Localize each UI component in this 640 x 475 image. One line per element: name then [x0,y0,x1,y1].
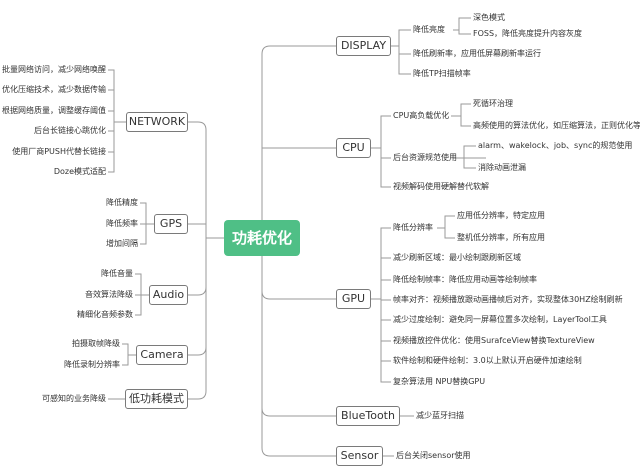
network-node: NETWORK [126,112,188,132]
network-leaf: 使用厂商PUSH代替长链接 [12,147,106,156]
camera-node: Camera [136,345,188,365]
cpu-subleaf: 高频使用的算法优化，如压缩算法，正则优化等 [473,121,640,130]
lowpower-leaf: 可感知的业务降级 [42,394,106,403]
gpu-leaf: 减少刷新区域：最小绘制跟刷新区域 [393,253,521,262]
audio-leaf: 降低音量 [101,269,133,278]
sensor-leaf: 后台关闭sensor使用 [396,451,471,460]
bluetooth-leaf: 减少蓝牙扫描 [416,411,464,420]
gpu-subleaf: 应用低分辨率，特定应用 [457,211,545,220]
gpu-leaf: 视频播放控件优化：使用SurafceView替换TextureView [393,336,595,345]
gpu-leaf: 降低分辨率 [393,223,433,232]
gpu-leaf: 帧率对齐：视频播放跟动画播帧后对齐，实现整体30HZ绘制刷新 [393,295,623,304]
cpu-node: CPU [336,138,371,158]
gpu-subleaf: 整机低分辨率，所有应用 [457,233,545,242]
cpu-leaf: 后台资源规范使用 [393,153,457,162]
gpu-leaf: 复杂算法用 NPU替换GPU [393,377,486,386]
display-leaf: 降低TP扫描帧率 [413,69,471,78]
gps-node: GPS [154,214,188,234]
cpu-subleaf: 消除动画泄漏 [478,163,526,172]
display-node: DISPLAY [336,36,391,56]
gpu-leaf: 降低绘制帧率：降低应用动画等绘制帧率 [393,275,537,284]
camera-leaf: 拍摄取帧降级 [72,339,120,348]
cpu-leaf: 视频解码使用硬解替代软解 [393,182,489,191]
bluetooth-node: BlueTooth [336,406,400,426]
gpu-leaf: 软件绘制和硬件绘制：3.0以上默认开启硬件加速绘制 [393,356,582,365]
audio-leaf: 精细化音频参数 [77,310,133,319]
sensor-node: Sensor [336,446,383,466]
audio-node: Audio [149,285,188,305]
lowpower-node: 低功耗模式 [125,389,188,409]
network-leaf: 根据网络质量，调整缓存阈值 [2,106,106,115]
display-subleaf: 深色模式 [473,13,505,22]
audio-leaf: 音效算法降级 [85,290,133,299]
cpu-subleaf: alarm、wakelock、job、sync的规范使用 [478,141,633,150]
gps-leaf: 降低精度 [106,198,138,207]
network-leaf: 批量网络访问，减少网络唤醒 [2,65,106,74]
display-leaf: 降低刷新率，应用低屏幕刷新率运行 [413,49,541,58]
display-leaf: 降低亮度 [413,25,445,34]
center-node: 功耗优化 [224,220,300,256]
gps-leaf: 增加间隔 [106,239,138,248]
display-subleaf: FOSS，降低亮度提升内容灰度 [473,29,583,38]
gps-leaf: 降低频率 [106,219,138,228]
network-leaf: 后台长链接心跳优化 [34,126,106,135]
camera-leaf: 降低录制分辨率 [64,360,120,369]
gpu-node: GPU [336,289,371,309]
cpu-leaf: CPU高负载优化 [393,111,450,120]
network-leaf: 优化压缩技术，减少数据传输 [2,85,106,94]
network-leaf: Doze模式适配 [53,167,106,176]
gpu-leaf: 减少过度绘制：避免同一屏幕位置多次绘制，LayerTool工具 [393,315,607,324]
cpu-subleaf: 死循环治理 [473,99,513,108]
